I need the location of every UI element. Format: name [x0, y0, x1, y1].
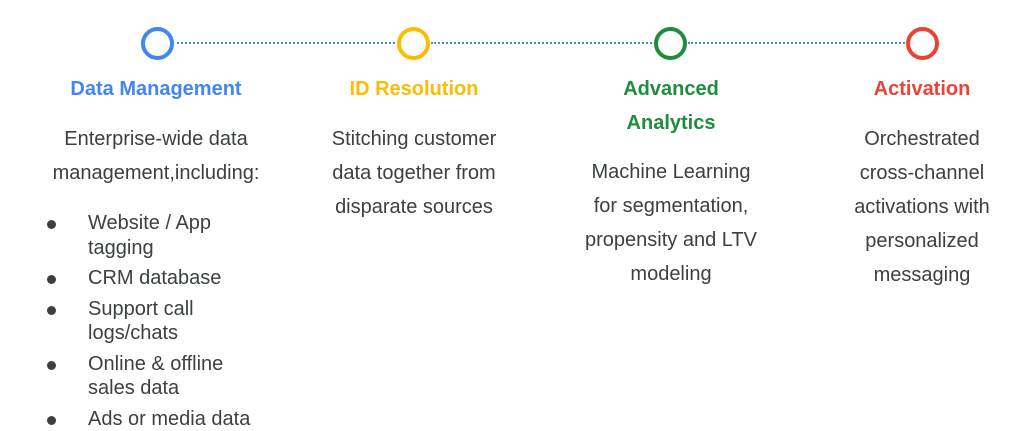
- stage-description-line: personalized: [822, 224, 1022, 258]
- bullet-icon: [47, 306, 56, 315]
- stage-title-line: Advanced: [555, 72, 787, 106]
- stage-description-line: cross-channel: [822, 156, 1022, 190]
- stage-description-line: messaging: [822, 258, 1022, 292]
- stage-description-line: management,including:: [20, 156, 292, 190]
- stage-description-line: data together from: [300, 156, 528, 190]
- stage-description-line: disparate sources: [300, 190, 528, 224]
- stage-title: ID Resolution: [300, 72, 528, 106]
- list-item: Online & offline sales data: [40, 352, 300, 401]
- stage-description-line: Enterprise-wide data: [20, 122, 292, 156]
- list-item: Ads or media data: [40, 407, 300, 431]
- bullet-icon: [47, 275, 56, 284]
- stage-title: Data Management: [20, 72, 292, 106]
- stage-node-data-management: [141, 27, 174, 60]
- stage-description-line: modeling: [555, 257, 787, 291]
- stage-description-line: Stitching customer: [300, 122, 528, 156]
- stage-description-line: Machine Learning: [555, 155, 787, 189]
- stage-id-resolution: ID Resolution Stitching customer data to…: [300, 72, 528, 224]
- connector-1-2: [177, 42, 395, 44]
- stage-description-line: for segmentation,: [555, 189, 787, 223]
- stage-title-line: Analytics: [555, 106, 787, 140]
- stage-advanced-analytics: Advanced Analytics Machine Learning for …: [555, 72, 787, 291]
- bullet-icon: [47, 361, 56, 370]
- list-item: CRM database: [40, 266, 300, 291]
- stage-description-line: activations with: [822, 190, 1022, 224]
- list-item: Support call logs/chats: [40, 297, 300, 346]
- stage-node-advanced-analytics: [654, 27, 687, 60]
- list-item: Website / App tagging: [40, 211, 300, 260]
- stage-data-management: Data Management Enterprise-wide data man…: [20, 72, 292, 190]
- stage-title: Activation: [822, 72, 1022, 106]
- stage-description-line: propensity and LTV: [555, 223, 787, 257]
- bullet-icon: [47, 220, 56, 229]
- connector-2-3: [431, 42, 652, 44]
- stage-activation: Activation Orchestrated cross-channel ac…: [822, 72, 1022, 292]
- stage-node-id-resolution: [397, 27, 430, 60]
- data-source-list: Website / App tagging CRM database Suppo…: [40, 211, 300, 431]
- connector-3-4: [688, 42, 905, 44]
- bullet-icon: [47, 416, 56, 425]
- stage-node-activation: [906, 27, 939, 60]
- stage-description-line: Orchestrated: [822, 122, 1022, 156]
